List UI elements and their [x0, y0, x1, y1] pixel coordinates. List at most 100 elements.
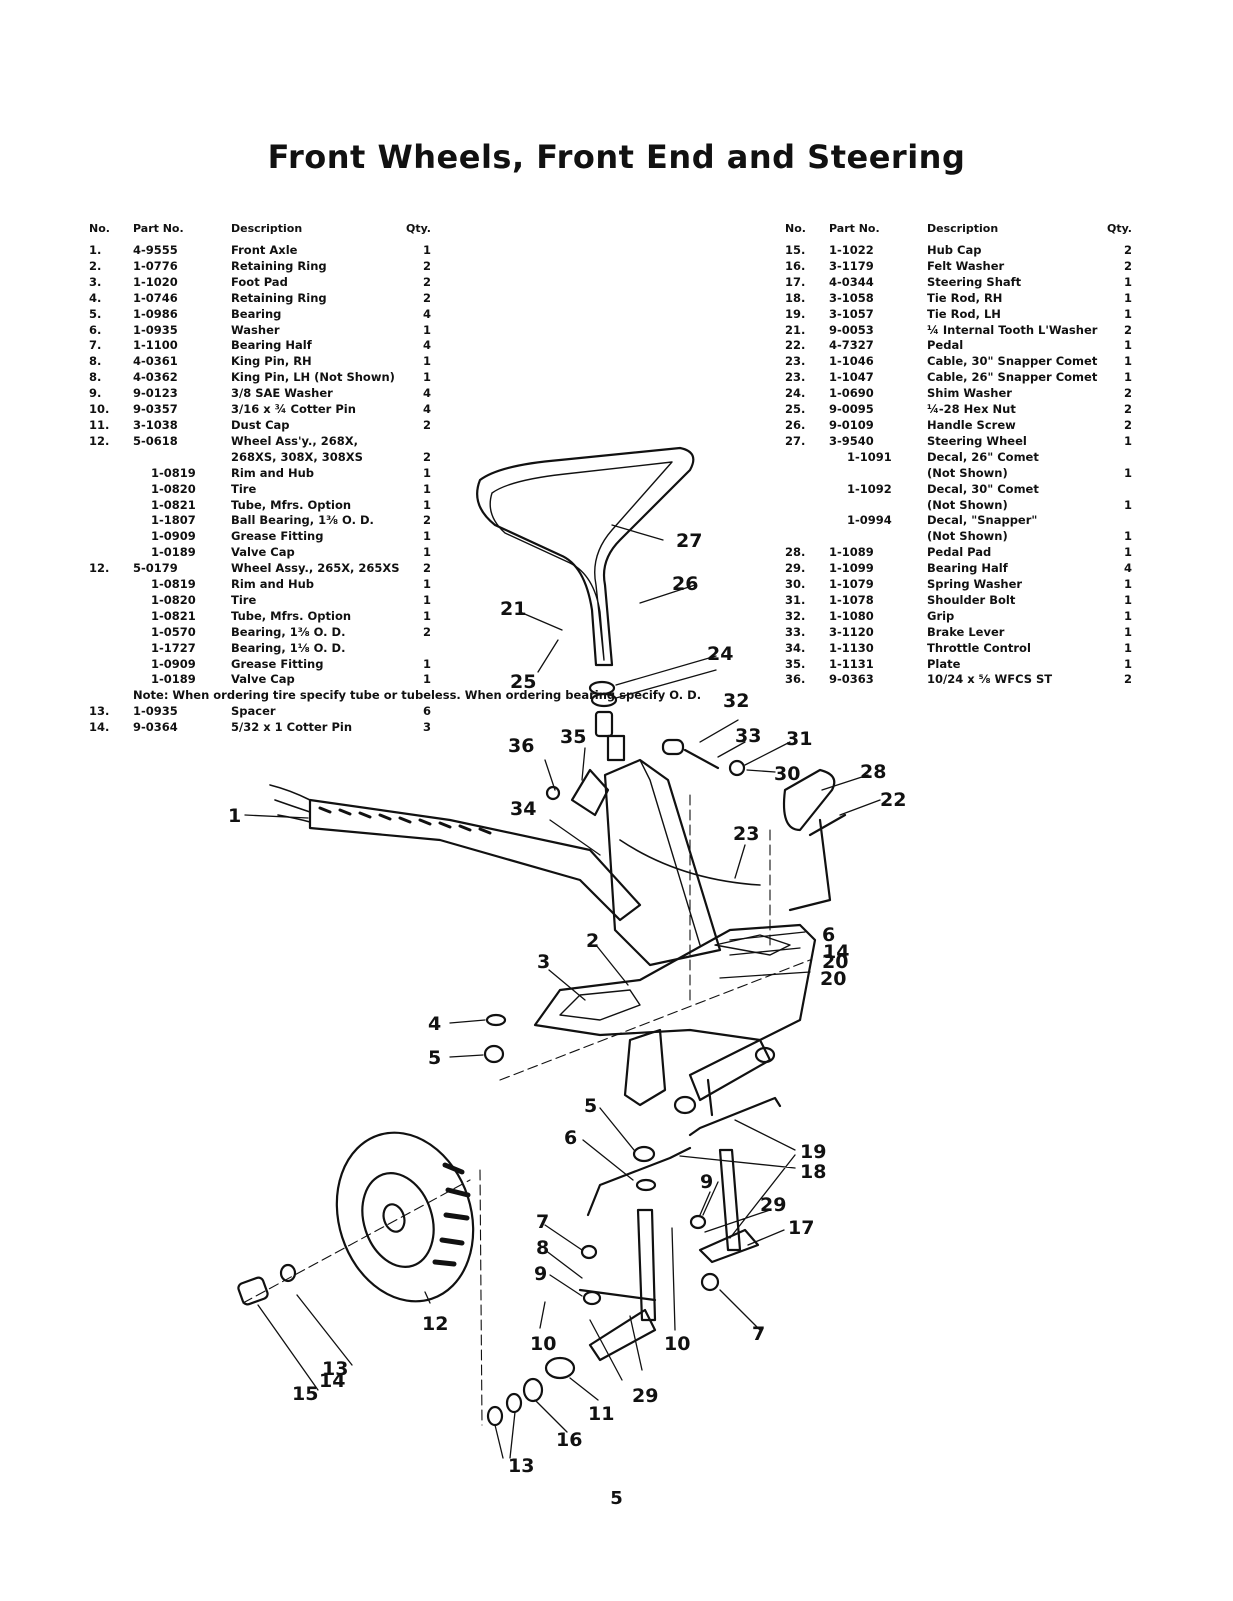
quantity: 1	[422, 529, 431, 544]
part-number: 1-0570	[151, 624, 196, 639]
item-number: 35.	[785, 656, 806, 671]
part-number: 3-1038	[133, 417, 178, 432]
item-number: 16.	[785, 258, 806, 273]
part-number: 1-1080	[829, 608, 874, 623]
part-description: Valve Cap	[231, 672, 295, 687]
quantity: 4	[422, 338, 431, 353]
part-number: 1-0819	[151, 577, 196, 592]
part-number: 1-0776	[133, 258, 178, 273]
callout-label: 32	[723, 690, 749, 712]
item-number: 6.	[89, 322, 102, 337]
callout-label: 1	[228, 805, 241, 827]
part-number: 1-1020	[133, 274, 178, 289]
part-number: 9-0123	[133, 386, 178, 401]
header-no: No.	[89, 222, 110, 235]
throttle-control-shape	[570, 768, 610, 817]
item-number: 24.	[785, 386, 806, 401]
callout-label: 25	[510, 671, 536, 693]
part-number: 4-9555	[133, 243, 178, 257]
spacer-shape	[505, 1392, 523, 1414]
callout-label: 36	[508, 735, 534, 757]
part-description: Wheel Ass'y., 268X,	[231, 433, 358, 448]
part-description: Cable, 26" Snapper Comet	[927, 370, 1098, 385]
item-number: 10.	[89, 402, 110, 417]
part-description: Pedal	[927, 338, 964, 353]
lower-bracket-shape	[623, 1028, 667, 1107]
item-number: 9.	[89, 386, 102, 401]
part-number: 1-0819	[151, 465, 196, 480]
part-description: Tube, Mfrs. Option	[231, 608, 352, 623]
part-description: Dust Cap	[231, 417, 290, 432]
part-description: Bearing, 1⅛ O. D.	[231, 640, 346, 655]
callout-label: 18	[800, 1161, 826, 1183]
part-description: Tie Rod, RH	[927, 290, 1003, 305]
quantity: 1	[1123, 592, 1132, 607]
spring-washer-shape	[728, 759, 746, 777]
quantity: 1	[1123, 354, 1132, 369]
part-number: 1-0909	[151, 529, 196, 544]
part-number: 1-1022	[829, 243, 874, 257]
leader-lines	[244, 524, 881, 1459]
part-description: Pedal Pad	[927, 545, 992, 560]
item-number: 11.	[89, 417, 110, 432]
quantity: 4	[422, 402, 431, 417]
part-number: 1-1047	[829, 370, 874, 385]
spacer-shape	[486, 1405, 504, 1427]
mount-hole-shape	[754, 1046, 776, 1064]
callout-label: 22	[880, 789, 906, 811]
quantity: 4	[422, 386, 431, 401]
item-number: 28.	[785, 545, 806, 560]
part-number: 1-1100	[133, 338, 178, 353]
tire-inner-shape	[361, 1172, 435, 1268]
part-description: Foot Pad	[231, 274, 288, 289]
part-description: Bearing Half	[231, 338, 312, 353]
quantity: 1	[422, 608, 431, 623]
callout-label: 33	[735, 725, 761, 747]
table-row: (Not Shown)1	[785, 529, 1132, 545]
part-number: 1-1092	[847, 481, 892, 496]
quantity: 4	[422, 306, 431, 321]
quantity: 1	[422, 672, 431, 687]
spacer-shape	[279, 1263, 297, 1283]
part-description: Brake Lever	[927, 624, 1005, 639]
item-number: 8.	[89, 354, 102, 369]
washer-shape	[635, 1178, 657, 1192]
spindle-shape	[588, 1308, 657, 1362]
callout-label: 21	[500, 598, 526, 620]
part-description: Wheel Assy., 265X, 265XS	[231, 561, 400, 576]
item-number: 29.	[785, 561, 806, 576]
part-description: (Not Shown)	[927, 497, 1008, 512]
callout-label: 34	[510, 798, 536, 820]
part-description: Shim Washer	[927, 386, 1012, 401]
item-number: 13.	[89, 704, 110, 719]
quantity: 1	[422, 481, 431, 496]
retaining-ring-shape	[485, 1013, 507, 1027]
part-number: 9-0357	[133, 402, 178, 417]
part-description: Valve Cap	[231, 545, 295, 560]
quantity: 2	[422, 417, 431, 432]
header-part-no: Part No.	[133, 222, 184, 235]
quantity: 1	[422, 243, 431, 257]
callout-label: 16	[556, 1429, 582, 1451]
part-number: 1-0820	[151, 592, 196, 607]
part-description: Steering Shaft	[927, 274, 1022, 289]
mount-hole-shape	[673, 1095, 697, 1115]
part-description: Bearing Half	[927, 561, 1008, 576]
callout-label: 7	[536, 1211, 549, 1233]
bearing-shape	[632, 1145, 656, 1163]
quantity: 1	[422, 322, 431, 337]
